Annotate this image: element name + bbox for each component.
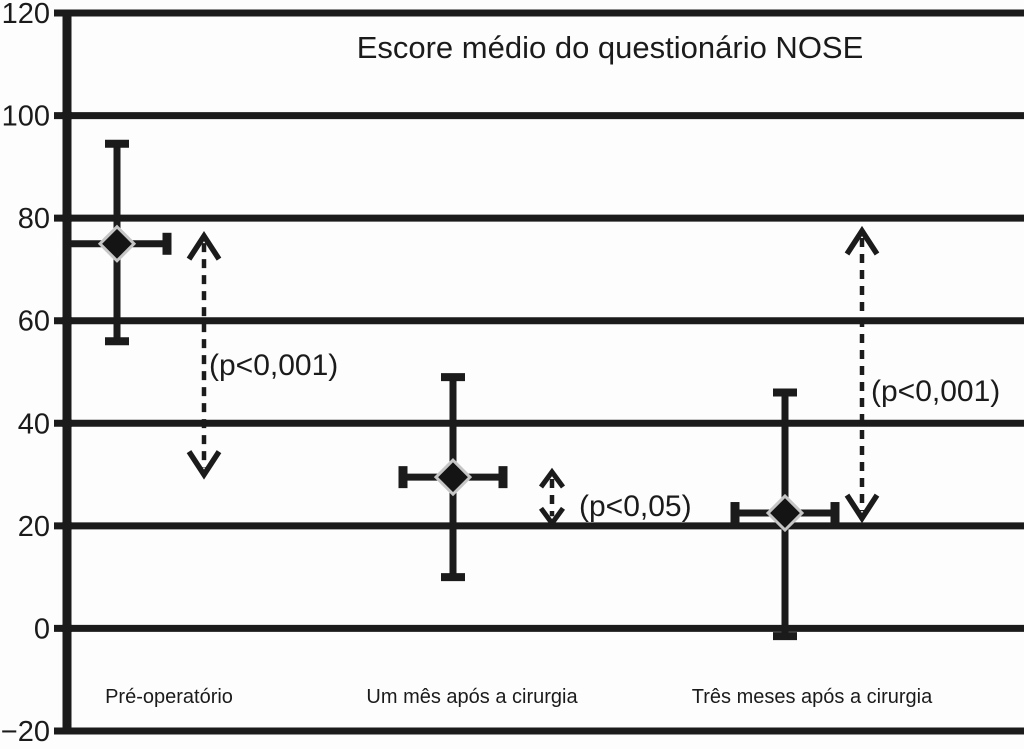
arrow-head-down (844, 493, 880, 524)
y-tick-label: 0 (34, 613, 50, 645)
y-tick-label: 20 (18, 511, 50, 543)
y-axis (54, 9, 72, 735)
arrow-head-down (186, 450, 222, 480)
y-tick-label: 40 (18, 408, 50, 440)
p-value-label: (p<0,05) (579, 490, 692, 523)
significance-annotations: (p<0,001) (p<0,05) (p<0,001) (186, 225, 1000, 528)
p-value-annotation: (p<0,001) (186, 231, 338, 480)
diamond-marker (433, 458, 473, 497)
data-point (730, 388, 840, 641)
p-value-label: (p<0,001) (871, 375, 1000, 408)
diamond-marker (765, 493, 805, 533)
p-value-label: (p<0,001) (209, 349, 338, 382)
p-value-annotation: (p<0,001) (844, 225, 1000, 524)
p-value-annotation: (p<0,05) (538, 467, 692, 528)
data-points (62, 139, 840, 641)
chart-title: Escore médio do questionário NOSE (357, 30, 864, 65)
category-labels: Pré-operatório Um mês após a cirurgia Três… (105, 686, 933, 708)
arrow-head-up (186, 231, 222, 261)
category-label: Pré-operatório (105, 686, 233, 708)
arrow-head-up (538, 467, 566, 489)
gridlines (62, 9, 1024, 735)
category-label: Um mês após a cirurgia (366, 686, 578, 708)
data-point (62, 139, 172, 346)
y-tick-label: −20 (1, 716, 50, 748)
data-point (398, 373, 508, 582)
y-tick-label: 60 (18, 306, 50, 338)
arrow-head-down (538, 506, 566, 528)
y-tick-label: 80 (18, 203, 50, 235)
category-label: Três meses após a cirurgia (692, 686, 933, 708)
diamond-marker (97, 224, 137, 263)
y-axis-tick-labels: 120 100 80 60 40 20 0 −20 (1, 0, 50, 748)
arrow-head-up (844, 225, 880, 256)
y-tick-label: 100 (2, 101, 50, 133)
y-tick-label: 120 (2, 0, 50, 30)
